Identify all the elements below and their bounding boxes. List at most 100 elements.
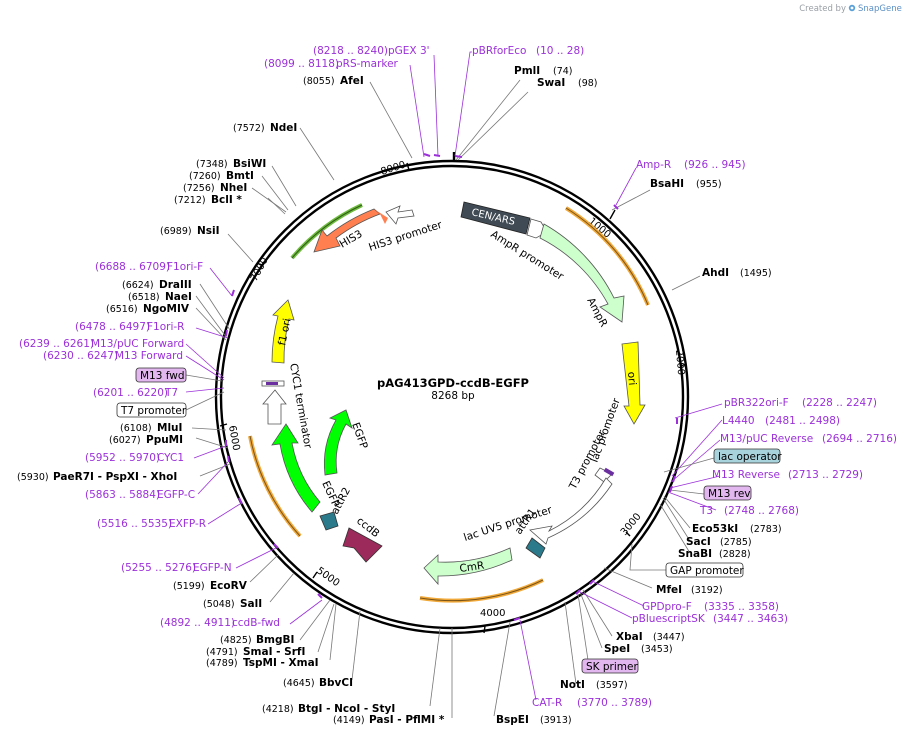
primer-pbrforeco-range: (10 .. 28) [536,45,584,57]
m13-rev-box[interactable]: M13 rev [669,485,752,501]
primer-m13-puc-forward[interactable]: M13/pUC Forward [91,338,184,350]
primer-m13-forward-range: (6230 .. 6247) [43,350,118,362]
egfp-inner-feature[interactable] [324,409,353,476]
enzyme-bmgbi-pos: (4825) [220,635,252,646]
enzyme-bcli[interactable]: BclI * [211,194,242,206]
tick-6000: 6000 [226,425,241,452]
primer-exfp-r[interactable]: EXFP-R [169,518,206,530]
primer-f1ori-f-range: (6688 .. 6709) [95,261,170,273]
enzyme-mfei[interactable]: MfeI [656,584,682,596]
enzyme-btgi-pos: (4218) [262,704,294,715]
enzyme-ahdi[interactable]: AhdI [702,267,729,279]
primer-pgex3[interactable]: pGEX 3' [388,45,430,57]
enzyme-spei[interactable]: SpeI [604,643,630,655]
enzyme-mlui[interactable]: MluI [157,422,182,434]
primer-m13-puc-reverse[interactable]: M13/pUC Reverse [720,433,813,445]
gap-promoter-box[interactable]: GAP promoter [629,543,744,578]
enzyme-ahdi-pos: (1495) [740,268,772,279]
enzyme-ngomiv-pos: (6516) [106,304,138,315]
enzyme-ppumi[interactable]: PpuMI [146,434,183,446]
primer-gpdpro-f[interactable]: GPDpro-F [642,601,692,613]
tick-2000: 2000 [673,349,686,375]
enzyme-saci[interactable]: SacI [686,536,711,548]
enzyme-ndei[interactable]: NdeI [270,122,297,134]
m13-fwd-box[interactable]: M13 fwd [135,367,223,383]
enzyme-eco53ki[interactable]: Eco53kI [692,523,738,535]
enzyme-snabi[interactable]: SnaBI [678,548,712,560]
primer-site-markers [225,153,678,621]
enzyme-paer7i[interactable]: PaeR7I - PspXI - XhoI [53,471,177,483]
primer-pbluescriptsk[interactable]: pBluescriptSK [632,613,706,625]
primer-f1ori-r[interactable]: F1ori-R [147,321,184,333]
t7-promoter-box[interactable]: T7 promoter [116,391,225,418]
lac-operator-box[interactable]: lac operator [663,448,782,473]
enzyme-xbai[interactable]: XbaI [616,631,643,643]
primer-cyc1[interactable]: CYC1 [157,452,184,464]
primer-m13-reverse[interactable]: M13 Reverse [712,469,780,481]
primer-egfp-c[interactable]: EGFP-C [157,489,195,501]
enzyme-naei[interactable]: NaeI [165,291,192,303]
primer-l4440[interactable]: L4440 [722,415,755,427]
primer-cat-r[interactable]: CAT-R [532,697,562,709]
primer-t3[interactable]: T3 [699,505,713,517]
enzyme-ppumi-pos: (6027) [109,435,141,446]
enzyme-pmli[interactable]: PmlI [514,65,540,77]
primer-pbr322ori-f[interactable]: pBR322ori-F [724,397,789,409]
enzyme-nsii[interactable]: NsiI [197,225,220,237]
primer-egfp-n[interactable]: EGFP-N [193,562,232,574]
enzyme-swai-pos: (98) [578,78,598,89]
attr1-feature[interactable] [525,537,546,559]
attr2-feature[interactable] [319,511,339,531]
enzyme-spei-pos: (3453) [641,644,673,655]
enzyme-bspei[interactable]: BspEI [496,714,529,726]
enzyme-bsahi[interactable]: BsaHI [650,178,684,190]
lac-uv5-promoter-feature[interactable] [529,477,613,545]
enzyme-nsii-pos: (6989) [160,226,192,237]
primer-f1ori-f[interactable]: F1ori-F [167,261,203,273]
enzyme-ngomiv[interactable]: NgoMIV [143,303,190,315]
f1-ori-feature[interactable] [271,299,295,364]
primer-m13-forward[interactable]: M13 Forward [115,350,183,362]
enzyme-draiii-pos: (6624) [122,280,154,291]
cmr-feature[interactable] [423,547,513,586]
his3-feature[interactable] [313,208,388,253]
enzyme-afei[interactable]: AfeI [340,75,364,87]
enzyme-noti[interactable]: NotI [560,679,585,691]
snapgene-logo-icon [848,4,856,12]
primer-m13-puc-reverse-range: (2694 .. 2716) [822,433,897,445]
cen-ars-feature[interactable] [460,201,531,235]
enzyme-btgi[interactable]: BtgI - NcoI - StyI [298,703,395,715]
enzyme-tspmi-pos: (4789) [206,658,238,669]
enzyme-pasi[interactable]: PasI - PflMI * [369,714,445,726]
egfp-outer-feature[interactable] [271,423,321,513]
enzyme-swai[interactable]: SwaI [537,77,565,89]
enzyme-bmti[interactable]: BmtI [226,170,254,182]
enzyme-bmgbi[interactable]: BmgBI [256,634,294,646]
f1-ori-label: f1 ori [276,317,293,346]
primer-t7[interactable]: T7 [164,387,178,399]
primer-amp-r[interactable]: Amp-R [636,159,671,171]
cyc1-terminator-feature[interactable] [262,389,287,425]
gap-promoter-label: GAP promoter [670,565,744,577]
enzyme-sali[interactable]: SalI [240,598,262,610]
ccdb-feature[interactable] [342,527,383,563]
enzyme-draiii[interactable]: DraIII [159,279,192,291]
primer-prs-marker[interactable]: pRS-marker [336,58,399,70]
sk-primer-box[interactable]: SK primer [577,593,638,674]
ampr-feature[interactable] [539,223,625,323]
enzyme-mlui-pos: (6108) [120,423,152,434]
enzyme-tspmi[interactable]: TspMI - XmaI [243,657,319,669]
enzyme-bsiwi[interactable]: BsiWI [233,158,266,170]
primer-egfp-n-range: (5255 .. 5276) [121,562,196,574]
t7-region[interactable] [261,380,285,387]
primer-pbr322ori-f-range: (2228 .. 2247) [802,397,877,409]
ori-feature[interactable] [621,341,646,425]
primer-pbrforeco[interactable]: pBRforEco [472,45,526,57]
his3-promoter-feature[interactable] [385,205,415,225]
enzyme-ecorv[interactable]: EcoRV [210,580,248,592]
enzyme-nhei[interactable]: NheI [220,182,247,194]
enzyme-smai[interactable]: SmaI - SrfI [243,646,305,658]
enzyme-bbvci[interactable]: BbvCI [319,677,353,689]
plasmid-name: pAG413GPD-ccdB-EGFP [377,376,529,390]
primer-ccdb-fwd[interactable]: ccdB-fwd [232,617,280,629]
